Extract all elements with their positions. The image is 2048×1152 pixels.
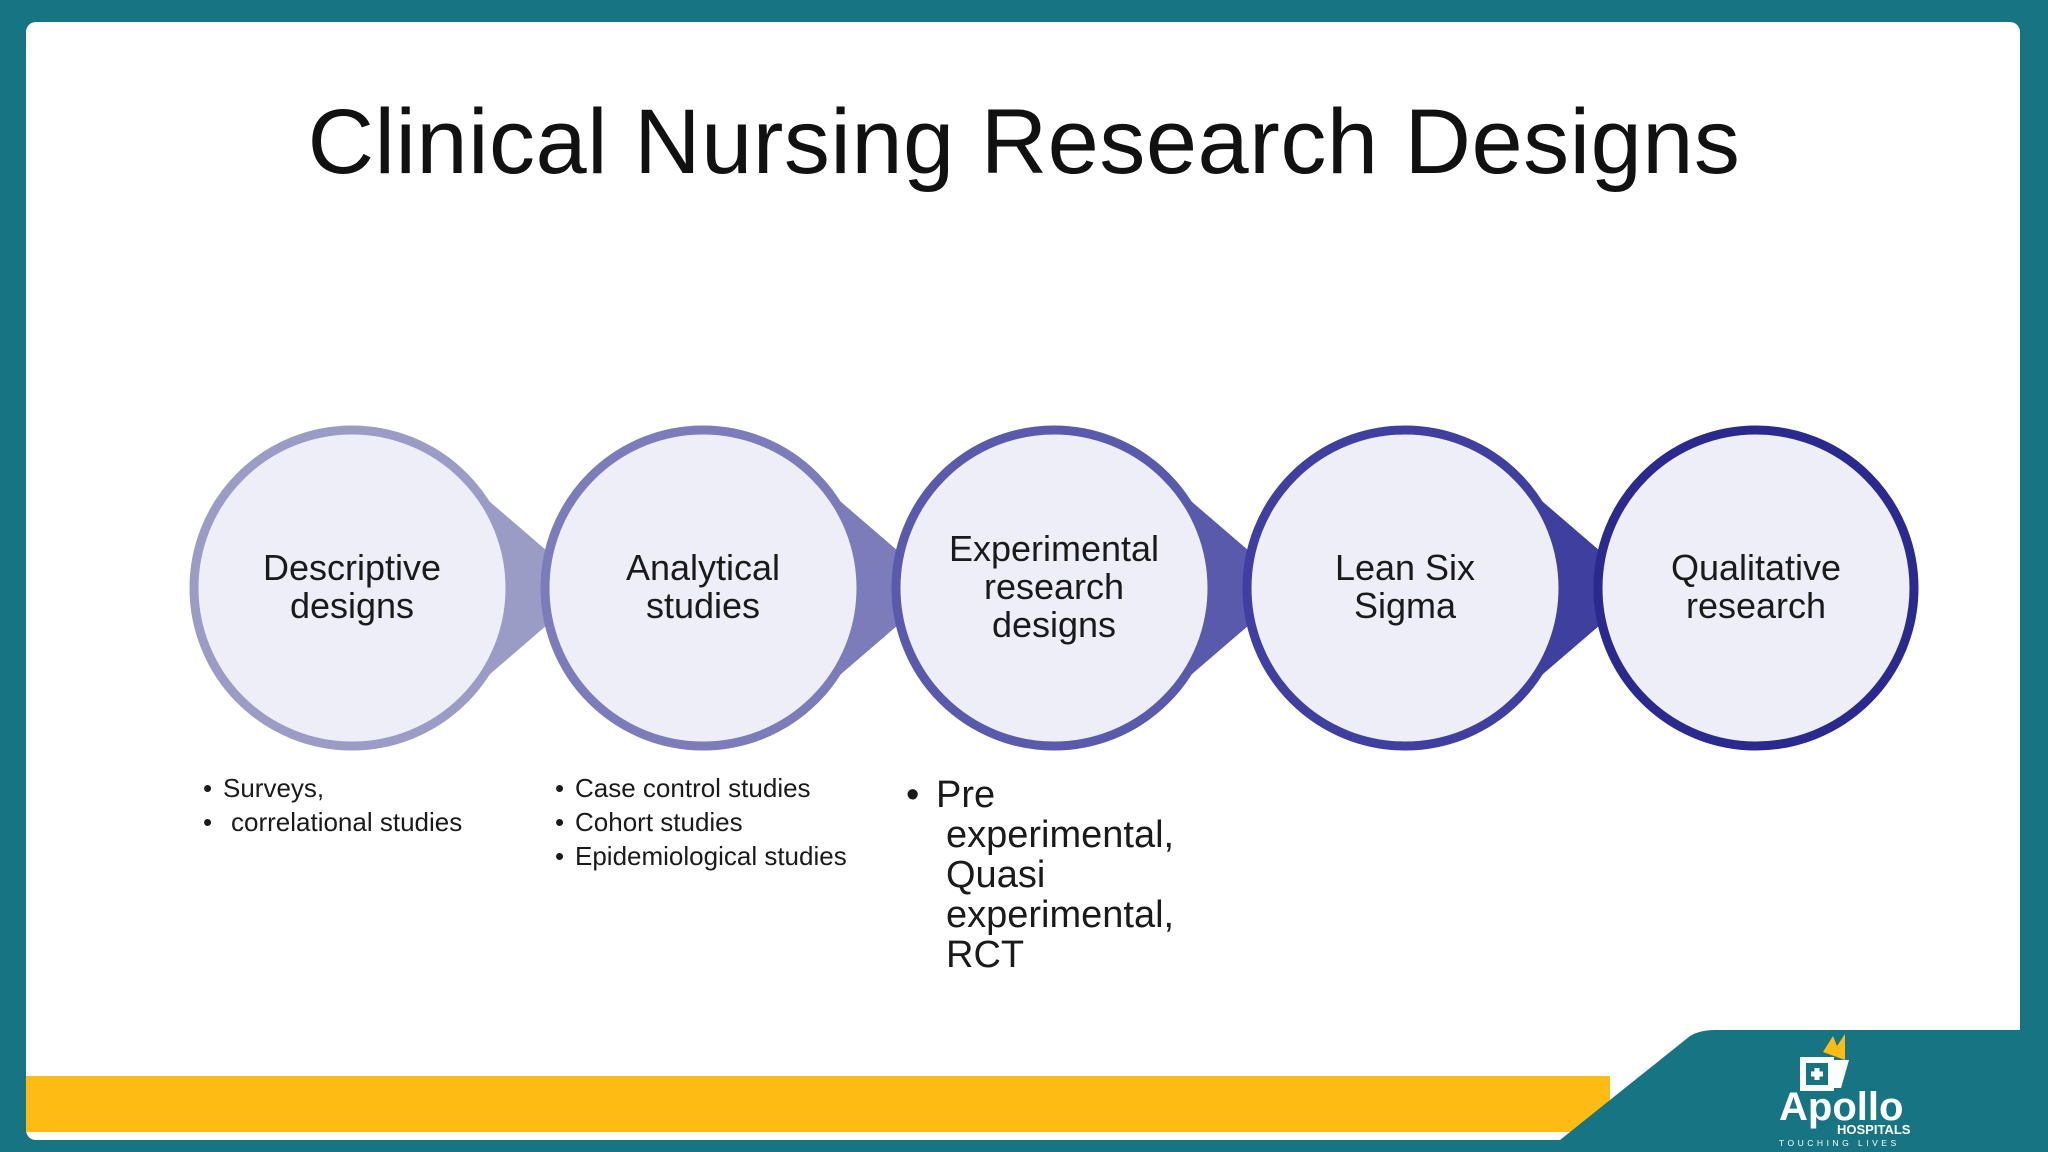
bullet-item: correlational studies xyxy=(203,808,523,836)
step-label-line: Experimental xyxy=(948,528,1160,569)
descriptive-examples: Surveys, correlational studies xyxy=(203,774,523,842)
step-label-line: designs xyxy=(991,604,1117,645)
slide-title: Clinical Nursing Research Designs xyxy=(307,91,1741,193)
step-circle xyxy=(540,425,866,751)
step-label-line: Descriptive xyxy=(262,547,442,588)
apollo-logo: Apollo HOSPITALS TOUCHING LIVES xyxy=(1779,1034,1911,1148)
step-node xyxy=(1593,425,1919,751)
experimental-examples: Pre experimental, Quasi experimental, RC… xyxy=(906,774,1175,976)
step-node xyxy=(891,425,1292,751)
logo-brand: Apollo xyxy=(1779,1085,1903,1129)
bullet-text: Pre experimental, Quasi experimental, RC… xyxy=(936,774,1175,976)
step-label-line: research xyxy=(983,566,1125,607)
bullet-item: Cohort studies xyxy=(555,808,855,836)
step-label-line: studies xyxy=(645,585,761,626)
logo-tagline: TOUCHING LIVES xyxy=(1779,1138,1900,1148)
logo-sub: HOSPITALS xyxy=(1837,1122,1911,1137)
step-label-line: Qualitative xyxy=(1670,547,1842,588)
step-circle xyxy=(189,425,515,751)
bullet-item: Surveys, xyxy=(203,774,523,802)
step-label-line: Sigma xyxy=(1353,585,1457,626)
step-label-line: Analytical xyxy=(625,547,781,588)
step-node xyxy=(189,425,590,751)
step-label-line: designs xyxy=(289,585,415,626)
step-label-line: research xyxy=(1685,585,1827,626)
step-circle xyxy=(891,425,1217,751)
apollo-emblem-icon xyxy=(1800,1034,1849,1091)
bullet-item: Case control studies xyxy=(555,774,855,802)
step-node xyxy=(540,425,941,751)
bullet-item: Pre experimental, Quasi experimental, RC… xyxy=(906,774,1175,976)
step-node xyxy=(1242,425,1643,751)
footer-corner xyxy=(1560,1030,2020,1140)
analytical-examples: Case control studies Cohort studies Epid… xyxy=(555,774,855,876)
step-circle xyxy=(1242,425,1568,751)
step-circle xyxy=(1593,425,1919,751)
step-label-line: Lean Six xyxy=(1334,547,1476,588)
bullet-item: Epidemiological studies xyxy=(555,842,855,870)
accent-band xyxy=(26,1076,1610,1132)
